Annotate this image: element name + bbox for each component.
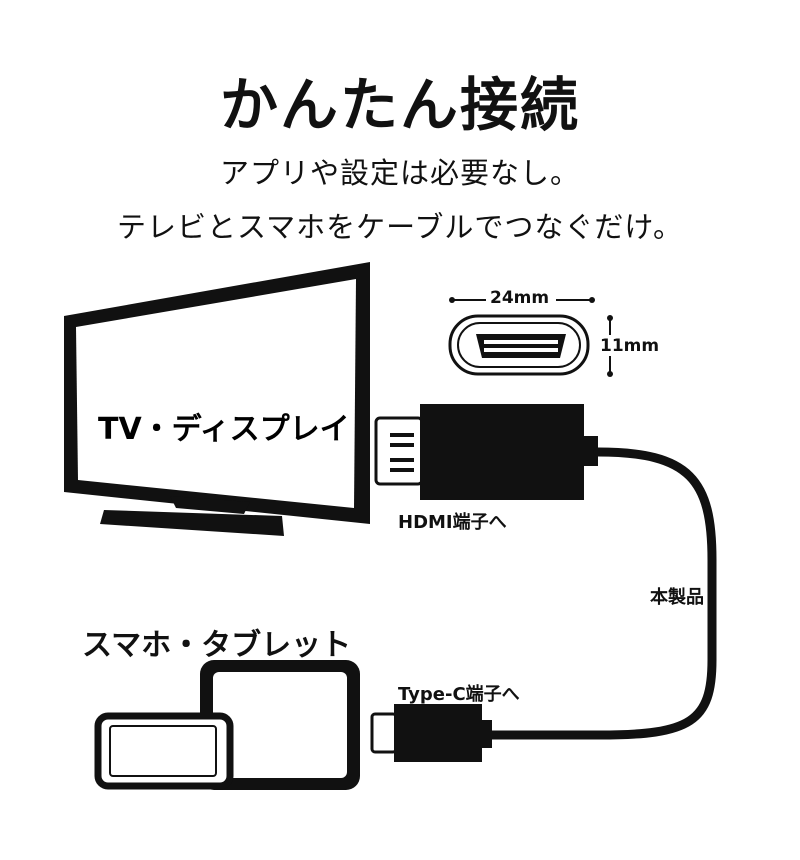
type-c-plug-icon: [370, 704, 492, 762]
hdmi-label: HDMI端子へ: [398, 512, 507, 533]
width-dimension-icon: [449, 297, 595, 303]
tablet-icon: [200, 660, 360, 790]
devices-label: スマホ・タブレット: [82, 628, 352, 663]
tv-icon: [64, 262, 370, 536]
subtitle-line-2: テレビとスマホをケーブルでつなぐだけ。: [117, 210, 683, 244]
page-title: かんたん接続: [219, 71, 580, 139]
height-dimension-icon: [607, 315, 613, 377]
connector-width-label: 24mm: [490, 288, 550, 308]
connector-section-icon: [448, 314, 590, 376]
subtitle-line-1: アプリや設定は必要なし。: [219, 156, 580, 190]
cable: [485, 447, 717, 740]
hdmi-plug-icon: [374, 404, 598, 500]
tv-label: TV・ディスプレイ: [98, 412, 350, 447]
product-label: 本製品: [650, 587, 704, 608]
connector-height-label: 11mm: [600, 336, 660, 356]
type-c-label: Type-C端子へ: [398, 684, 520, 705]
smartphone-icon: [94, 712, 234, 790]
